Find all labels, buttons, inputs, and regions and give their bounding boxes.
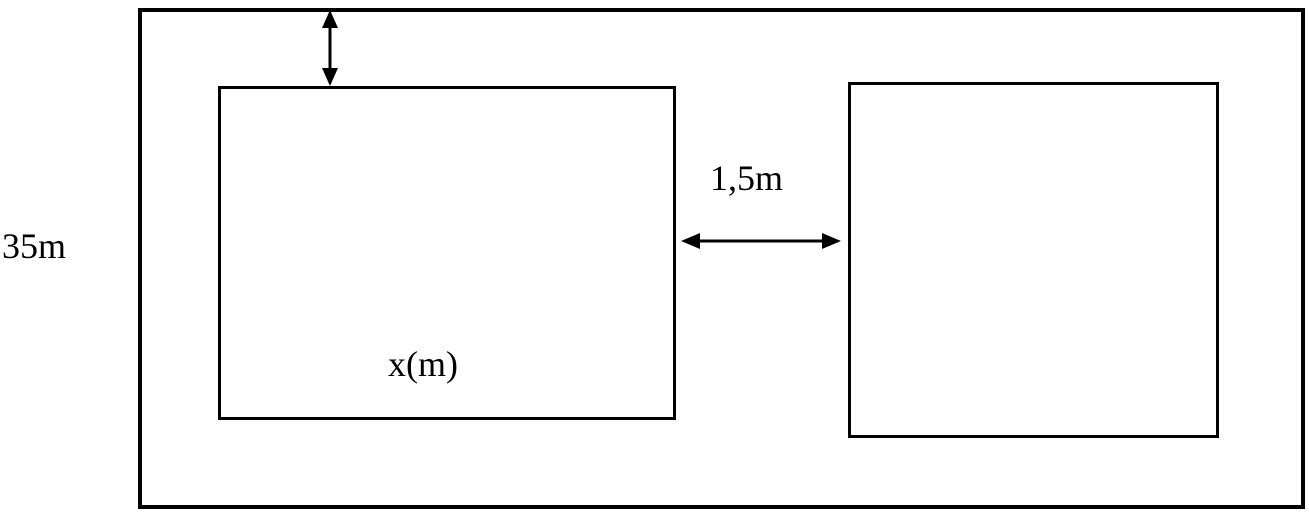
right-inner-rectangle: [848, 82, 1219, 438]
left-inner-rectangle: [218, 86, 676, 420]
left-rectangle-dimension-label: x(m): [388, 344, 458, 384]
outer-height-label: 35m: [2, 226, 67, 266]
gap-distance-label: 1,5m: [710, 158, 784, 198]
